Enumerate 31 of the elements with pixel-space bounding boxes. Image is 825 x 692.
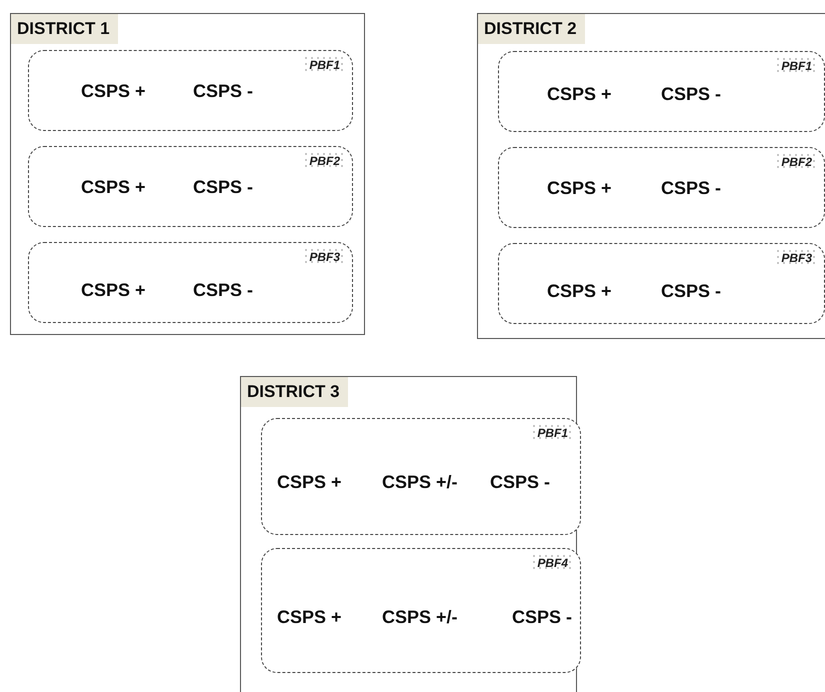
group-box [261,418,581,535]
status-label: CSPS + [547,178,612,199]
status-label: CSPS + [81,81,146,102]
status-label: CSPS + [547,84,612,105]
group-box [28,50,353,131]
group-box [498,51,825,132]
status-label: CSPS + [547,281,612,302]
status-label: CSPS + [81,280,146,301]
district-heading: DISTRICT 3 [241,377,348,407]
status-label: CSPS - [661,84,722,105]
district-panel [477,13,825,339]
status-label: CSPS - [193,177,254,198]
status-label: CSPS +/- [382,472,458,493]
district-panel [10,13,365,335]
status-label: CSPS - [661,178,722,199]
status-label: CSPS - [490,472,550,493]
group-box [498,243,825,324]
status-label: CSPS + [277,607,342,628]
status-label: CSPS - [193,280,254,301]
status-label: CSPS + [81,177,146,198]
group-box [28,146,353,227]
status-label: CSPS - [661,281,722,302]
group-box [28,242,353,323]
status-label: CSPS +/- [382,607,458,628]
status-label: CSPS + [277,472,342,493]
district-heading: DISTRICT 1 [11,14,118,44]
status-label: CSPS - [512,607,572,628]
group-box [261,548,581,673]
status-label: CSPS - [193,81,254,102]
group-box [498,147,825,228]
district-heading: DISTRICT 2 [478,14,585,44]
